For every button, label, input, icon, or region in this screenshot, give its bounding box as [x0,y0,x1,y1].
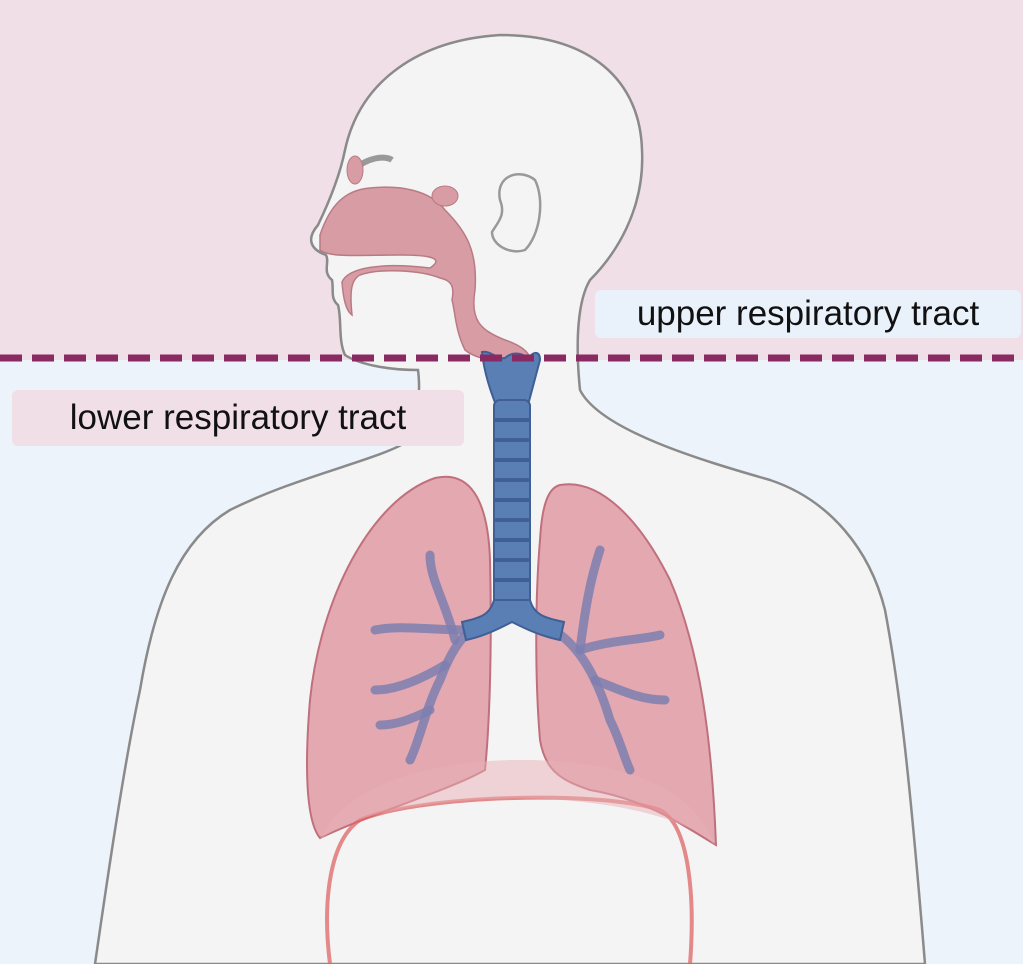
diaphragm-band [320,760,715,845]
frontal-sinus [346,155,364,185]
sphenoid-sinus [431,185,459,207]
trachea-rings [494,418,530,582]
lower-respiratory-tract-label: lower respiratory tract [12,390,464,446]
nasal-cavity [319,186,531,362]
upper-respiratory-tract-label: upper respiratory tract [595,290,1021,338]
ear-icon [490,173,542,253]
main-bronchi [460,599,566,642]
